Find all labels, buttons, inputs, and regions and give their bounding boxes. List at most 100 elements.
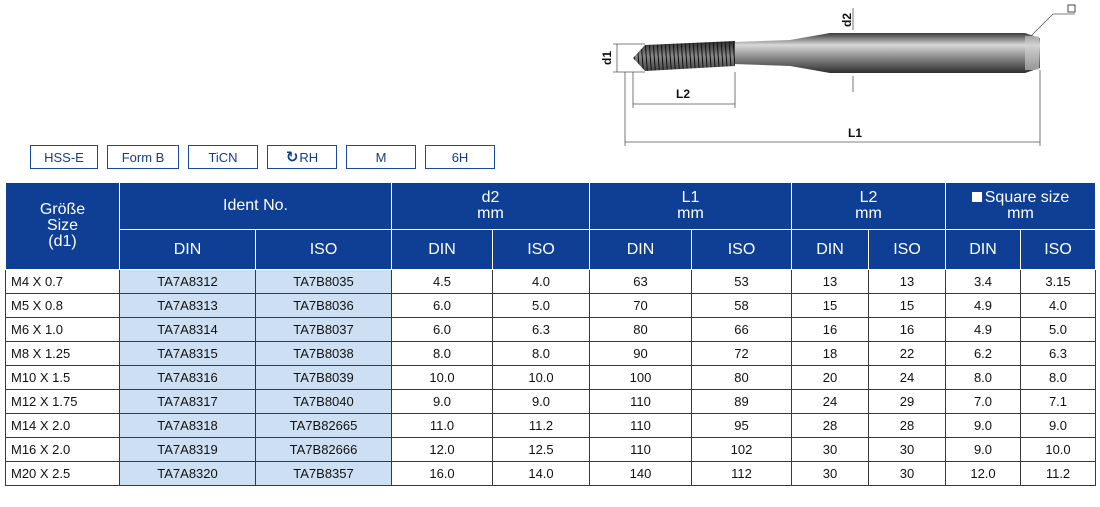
square-din-cell: 9.0	[945, 437, 1021, 462]
size-header-de: Größe	[39, 201, 86, 218]
l1-iso-cell: 112	[691, 461, 792, 486]
ident-din-cell: TA7A8317	[119, 389, 256, 414]
ident-header: Ident No.	[119, 182, 392, 230]
d2-dimension: d2	[840, 8, 854, 92]
square-din-cell: 7.0	[945, 389, 1021, 414]
d2-din-cell: 4.5	[391, 269, 493, 294]
l2-din-cell: 15	[791, 293, 869, 318]
d2-header: d2 mm	[391, 182, 590, 230]
l1-iso-cell: 53	[691, 269, 792, 294]
square-iso-cell: 3.15	[1020, 269, 1096, 294]
l2-iso-cell: 16	[868, 317, 946, 342]
l1-din-header: DIN	[589, 229, 692, 270]
d2-iso-cell: 5.0	[492, 293, 590, 318]
l2-header: L2 mm	[791, 182, 946, 230]
size-cell: M6 X 1.0	[5, 317, 120, 342]
tap-spec-table: Größe Size (d1) Ident No. d2 mm L1 mm L2…	[5, 182, 1096, 486]
d2-din-cell: 8.0	[391, 341, 493, 366]
d2-header-label: d2	[481, 189, 500, 206]
square-header-unit: mm	[1007, 205, 1034, 222]
square-size-icon	[971, 192, 982, 202]
l2-iso-cell: 30	[868, 437, 946, 462]
size-header: Größe Size (d1)	[5, 182, 120, 270]
ident-din-cell: TA7A8319	[119, 437, 256, 462]
square-iso-header: ISO	[1020, 229, 1096, 270]
badge-tolerance: 6H	[425, 145, 495, 169]
ident-din-header: DIN	[119, 229, 256, 270]
l2-iso-cell: 29	[868, 389, 946, 414]
l2-din-cell: 18	[791, 341, 869, 366]
l2-iso-cell: 30	[868, 461, 946, 486]
d2-iso-cell: 14.0	[492, 461, 590, 486]
l2-din-cell: 30	[791, 461, 869, 486]
l2-din-header: DIN	[791, 229, 869, 270]
badge-coating: TiCN	[188, 145, 258, 169]
ident-din-cell: TA7A8318	[119, 413, 256, 438]
square-iso-cell: 9.0	[1020, 413, 1096, 438]
tap-shank	[733, 33, 1040, 73]
l2-iso-cell: 13	[868, 269, 946, 294]
size-header-symbol: (d1)	[48, 233, 77, 250]
square-din-cell: 9.0	[945, 413, 1021, 438]
l2-din-cell: 30	[791, 437, 869, 462]
rotation-arrow-icon: ↻	[285, 149, 299, 166]
square-callout	[1030, 4, 1076, 37]
l1-din-cell: 90	[589, 341, 692, 366]
ident-din-cell: TA7A8316	[119, 365, 256, 390]
ident-iso-cell: TA7B8039	[255, 365, 392, 390]
l1-din-cell: 110	[589, 437, 692, 462]
badge-material: HSS-E	[30, 145, 98, 169]
l2-header-unit: mm	[855, 205, 882, 222]
d2-din-cell: 11.0	[391, 413, 493, 438]
square-iso-cell: 7.1	[1020, 389, 1096, 414]
square-din-header: DIN	[945, 229, 1021, 270]
l2-din-cell: 13	[791, 269, 869, 294]
d2-din-cell: 10.0	[391, 365, 493, 390]
size-header-en: Size	[46, 217, 79, 234]
ident-iso-cell: TA7B8037	[255, 317, 392, 342]
ident-iso-cell: TA7B8038	[255, 341, 392, 366]
l1-header-label: L1	[681, 189, 700, 206]
ident-din-cell: TA7A8312	[119, 269, 256, 294]
l2-iso-cell: 15	[868, 293, 946, 318]
square-iso-cell: 10.0	[1020, 437, 1096, 462]
ident-din-cell: TA7A8313	[119, 293, 256, 318]
l2-din-cell: 28	[791, 413, 869, 438]
badge-label: 6H	[451, 149, 469, 165]
l1-iso-cell: 89	[691, 389, 792, 414]
spec-badges: HSS-E Form B TiCN ↻ RH M 6H	[30, 145, 495, 169]
square-din-cell: 4.9	[945, 293, 1021, 318]
header-row-top: Größe Size (d1) Ident No. d2 mm L1 mm L2…	[5, 182, 1096, 270]
badge-label: Form B	[121, 149, 165, 165]
d2-iso-cell: 9.0	[492, 389, 590, 414]
l2-din-cell: 24	[791, 389, 869, 414]
l2-label: L2	[676, 87, 690, 101]
l1-label: L1	[848, 126, 862, 140]
l1-din-cell: 100	[589, 365, 692, 390]
square-din-cell: 6.2	[945, 341, 1021, 366]
ident-din-cell: TA7A8315	[119, 341, 256, 366]
ident-iso-cell: TA7B8035	[255, 269, 392, 294]
ident-iso-cell: TA7B8357	[255, 461, 392, 486]
square-iso-cell: 4.0	[1020, 293, 1096, 318]
square-iso-cell: 11.2	[1020, 461, 1096, 486]
size-cell: M4 X 0.7	[5, 269, 120, 294]
d2-din-cell: 6.0	[391, 293, 493, 318]
square-iso-cell: 6.3	[1020, 341, 1096, 366]
size-cell: M14 X 2.0	[5, 413, 120, 438]
square-din-cell: 8.0	[945, 365, 1021, 390]
tap-drawing: d1 d2 L2 L1	[600, 4, 1076, 146]
d2-din-cell: 9.0	[391, 389, 493, 414]
tap-square-end	[1025, 36, 1039, 70]
square-header-label: Square size	[984, 189, 1070, 206]
ident-iso-cell: TA7B82666	[255, 437, 392, 462]
d2-din-header: DIN	[391, 229, 493, 270]
ident-din-cell: TA7A8320	[119, 461, 256, 486]
